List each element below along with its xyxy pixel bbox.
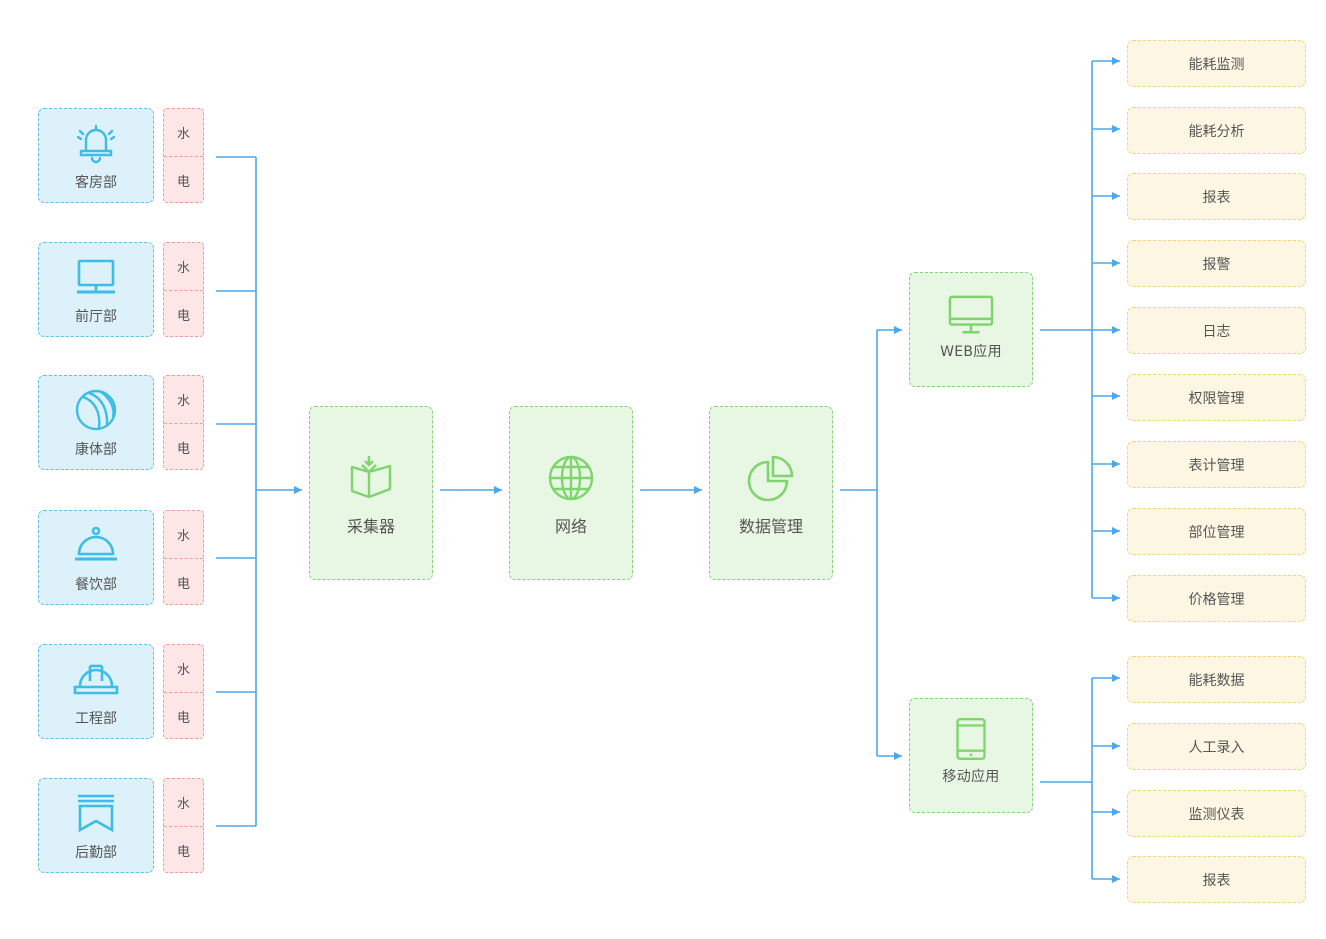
- utility-electricity: 电: [164, 558, 203, 606]
- hard-hat-icon: [73, 664, 119, 695]
- utility-water: 水: [176, 529, 190, 544]
- globe-icon: [548, 455, 594, 501]
- func-alarm: 报警: [1127, 240, 1306, 287]
- dept-label: 客房部: [75, 175, 117, 191]
- dept-engineering: 工程部: [38, 644, 154, 739]
- bell-icon: [76, 124, 116, 164]
- func-permission-management: 权限管理: [1127, 374, 1306, 421]
- utility-water: 水: [176, 261, 190, 276]
- utility-electricity: 电: [164, 290, 203, 338]
- node-data-management: 数据管理: [709, 406, 833, 580]
- node-label: 网络: [554, 517, 587, 536]
- func-energy-monitoring: 能耗监测: [1127, 40, 1306, 87]
- node-network: 网络: [509, 406, 633, 580]
- utility-electricity: 电: [164, 156, 203, 204]
- func-energy-analysis: 能耗分析: [1127, 107, 1306, 154]
- dept-front-office: 前厅部: [38, 242, 154, 337]
- func-price-management: 价格管理: [1127, 575, 1306, 622]
- node-label: WEB应用: [940, 344, 1002, 360]
- utility-box: 水 电: [163, 375, 204, 470]
- dept-logistics: 后勤部: [38, 778, 154, 873]
- dept-label: 前厅部: [75, 309, 117, 325]
- func-report-mobile: 报表: [1127, 856, 1306, 903]
- utility-electricity: 电: [164, 826, 203, 874]
- func-report: 报表: [1127, 173, 1306, 220]
- utility-water: 水: [176, 127, 190, 142]
- dept-label: 工程部: [75, 711, 117, 727]
- utility-water: 水: [176, 663, 190, 678]
- utility-water: 水: [176, 797, 190, 812]
- utility-electricity: 电: [164, 423, 203, 471]
- node-label: 采集器: [346, 517, 395, 536]
- node-web-app: WEB应用: [909, 272, 1033, 387]
- func-manual-entry: 人工录入: [1127, 723, 1306, 770]
- collector-box-icon: [350, 456, 392, 499]
- node-label: 移动应用: [942, 769, 1000, 785]
- dept-fitness: 康体部: [38, 375, 154, 470]
- func-log: 日志: [1127, 307, 1306, 354]
- utility-box: 水 电: [163, 778, 204, 873]
- utility-box: 水 电: [163, 510, 204, 605]
- desktop-icon: [948, 295, 994, 334]
- dept-label: 后勤部: [75, 845, 117, 861]
- dept-catering: 餐饮部: [38, 510, 154, 605]
- func-monitoring-meter: 监测仪表: [1127, 790, 1306, 837]
- dept-guest-room: 客房部: [38, 108, 154, 203]
- func-meter-management: 表计管理: [1127, 441, 1306, 488]
- utility-box: 水 电: [163, 242, 204, 337]
- pie-chart-icon: [747, 455, 794, 502]
- bookmark-icon: [78, 794, 114, 833]
- utility-water: 水: [176, 394, 190, 409]
- utility-box: 水 电: [163, 108, 204, 203]
- func-location-management: 部位管理: [1127, 508, 1306, 555]
- utility-electricity: 电: [164, 692, 203, 740]
- dept-label: 餐饮部: [75, 577, 117, 593]
- ball-icon: [75, 389, 117, 431]
- node-collector: 采集器: [309, 406, 433, 580]
- utility-box: 水 电: [163, 644, 204, 739]
- node-mobile-app: 移动应用: [909, 698, 1033, 813]
- dept-label: 康体部: [75, 442, 117, 458]
- func-energy-data: 能耗数据: [1127, 656, 1306, 703]
- monitor-icon: [77, 259, 115, 294]
- food-cover-icon: [75, 526, 117, 561]
- node-label: 数据管理: [738, 517, 803, 536]
- tablet-icon: [956, 718, 986, 760]
